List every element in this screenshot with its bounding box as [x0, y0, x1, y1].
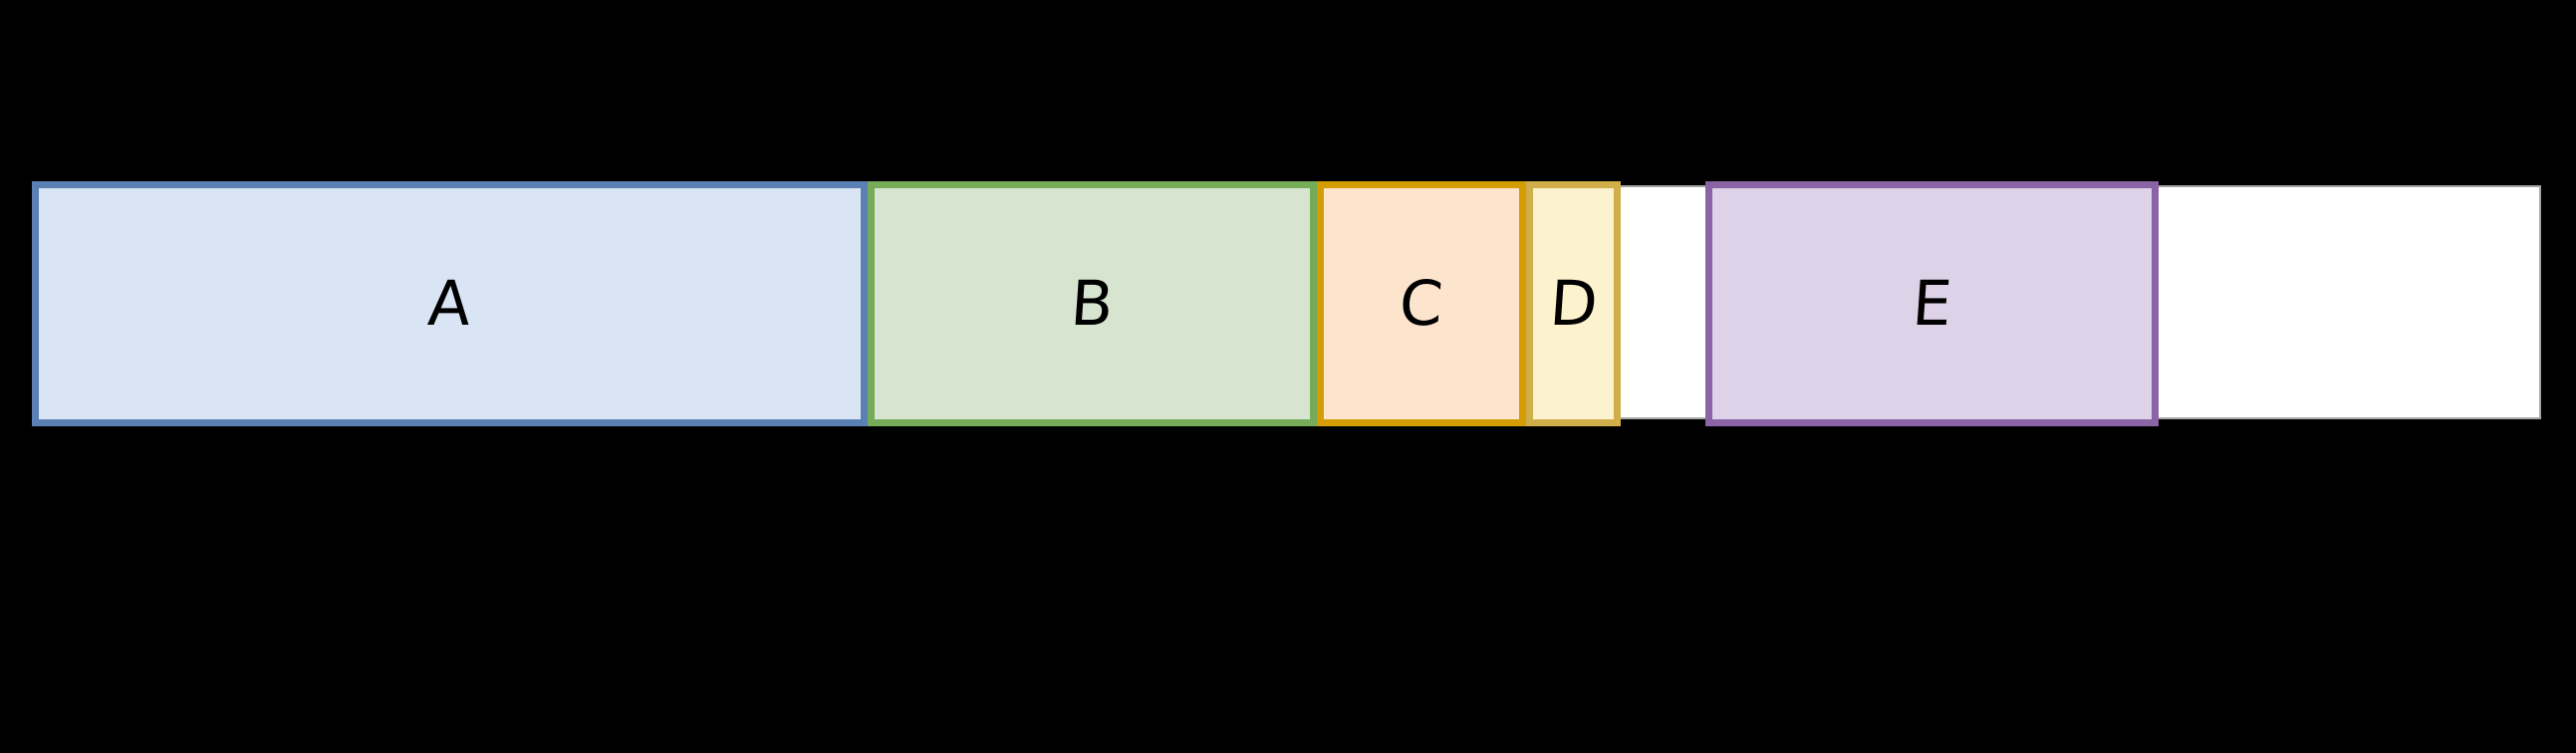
- segment-label: D: [1547, 267, 1600, 340]
- segment-box-b: B: [868, 181, 1317, 426]
- segment-box-c: C: [1317, 181, 1526, 426]
- segment-box-a: A: [32, 181, 868, 426]
- segment-label: C: [1397, 267, 1446, 340]
- segment-label: B: [1068, 267, 1117, 340]
- segment-box-e: E: [1705, 181, 2159, 426]
- segment-box-d: D: [1526, 181, 1621, 426]
- segment-label: A: [425, 267, 474, 340]
- segment-label: E: [1910, 267, 1954, 340]
